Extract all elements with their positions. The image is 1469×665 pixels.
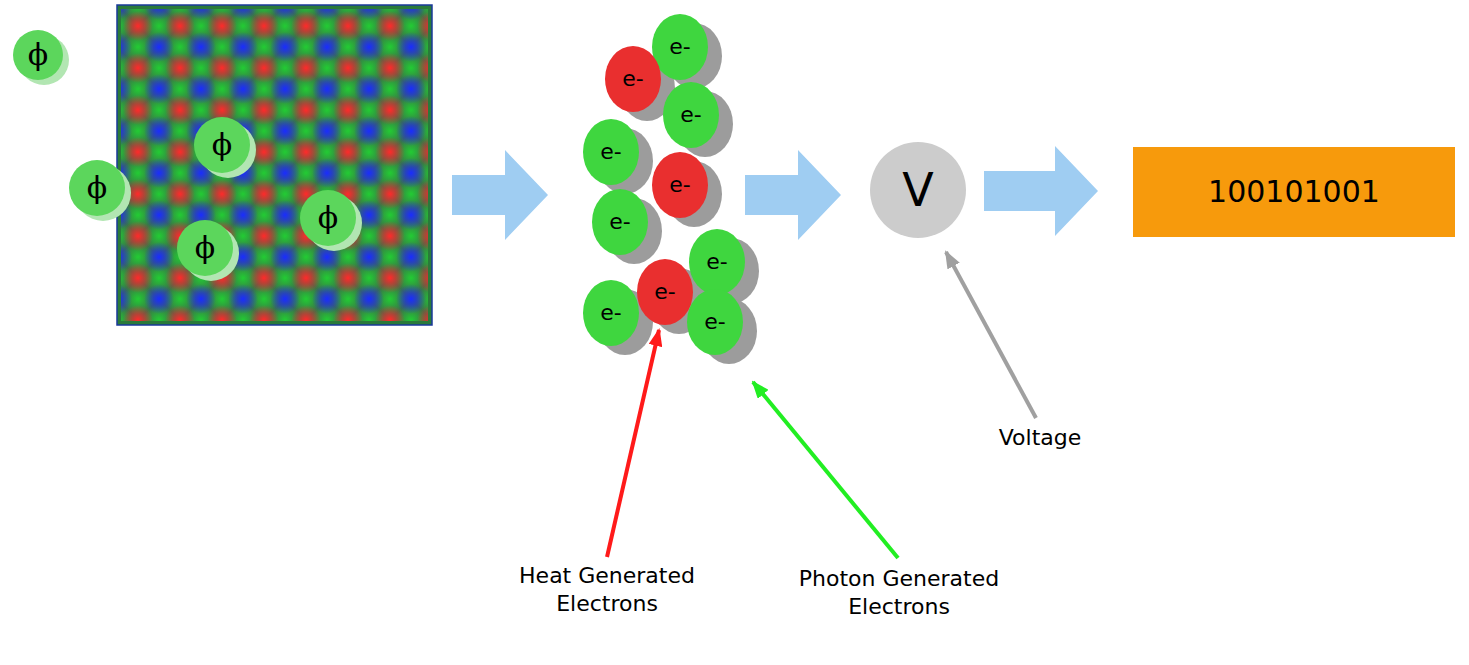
circle-fill	[69, 160, 125, 216]
electron-symbol: e-	[680, 104, 701, 126]
photon-circle: ϕ	[300, 190, 356, 246]
digital-output-box: 100101001	[1133, 147, 1455, 237]
voltage-circle: V	[870, 142, 966, 238]
circle-fill	[663, 82, 719, 148]
leader-line	[607, 330, 659, 557]
photon-circle: ϕ	[194, 117, 250, 173]
voltage-symbol: V	[902, 167, 933, 213]
sensor-pattern	[117, 5, 432, 325]
electron-circle: e-	[605, 46, 661, 112]
electron-circle: e-	[687, 289, 743, 355]
circle-fill	[687, 289, 743, 355]
photon-symbol: ϕ	[87, 173, 107, 203]
leader-line	[946, 252, 1036, 418]
photon-symbol: ϕ	[195, 233, 215, 263]
electron-symbol: e-	[669, 174, 690, 196]
callout-label: Voltage	[975, 424, 1105, 452]
circle-fill	[13, 30, 63, 80]
electron-circle: e-	[652, 14, 708, 80]
shadows	[19, 23, 759, 364]
photon-symbol: ϕ	[28, 40, 48, 70]
electron-circle: e-	[583, 119, 639, 185]
electron-circle: e-	[592, 189, 648, 255]
electron-symbol: e-	[609, 211, 630, 233]
electron-symbol: e-	[704, 311, 725, 333]
circle-fill	[637, 259, 693, 325]
sensor-frame	[119, 7, 430, 323]
sensor-edge	[117, 5, 432, 325]
circle-fill	[652, 152, 708, 218]
circle-fill	[870, 142, 966, 238]
electron-circle: e-	[652, 152, 708, 218]
circle-fill	[652, 14, 708, 80]
electron-circle: e-	[637, 259, 693, 325]
flow-arrow	[745, 150, 841, 240]
flow-arrow	[452, 150, 548, 240]
electron-symbol: e-	[600, 302, 621, 324]
circle-fill	[300, 190, 356, 246]
box-fill	[1133, 147, 1455, 237]
circle-fill	[583, 280, 639, 346]
photon-circle: ϕ	[69, 160, 125, 216]
flow-arrow	[984, 146, 1098, 236]
circle-fill	[583, 119, 639, 185]
electron-symbol: e-	[600, 141, 621, 163]
electron-symbol: e-	[622, 68, 643, 90]
electron-circle: e-	[689, 229, 745, 295]
photon-symbol: ϕ	[212, 130, 232, 160]
photon-circle: ϕ	[13, 30, 63, 80]
electron-symbol: e-	[654, 281, 675, 303]
electron-circle: e-	[583, 280, 639, 346]
circle-fill	[194, 117, 250, 173]
circle-fill	[592, 189, 648, 255]
image-sensor	[117, 5, 432, 325]
electron-symbol: e-	[669, 36, 690, 58]
circle-fill	[177, 220, 233, 276]
circle-fill	[689, 229, 745, 295]
callout-label: Heat Generated Electrons	[492, 562, 722, 617]
photon-symbol: ϕ	[318, 203, 338, 233]
photon-circle: ϕ	[177, 220, 233, 276]
callout-label: Photon Generated Electrons	[768, 565, 1030, 620]
electron-circle: e-	[663, 82, 719, 148]
circle-fill	[605, 46, 661, 112]
binary-value: 100101001	[1208, 177, 1380, 207]
electron-symbol: e-	[706, 251, 727, 273]
leader-line	[753, 382, 898, 558]
